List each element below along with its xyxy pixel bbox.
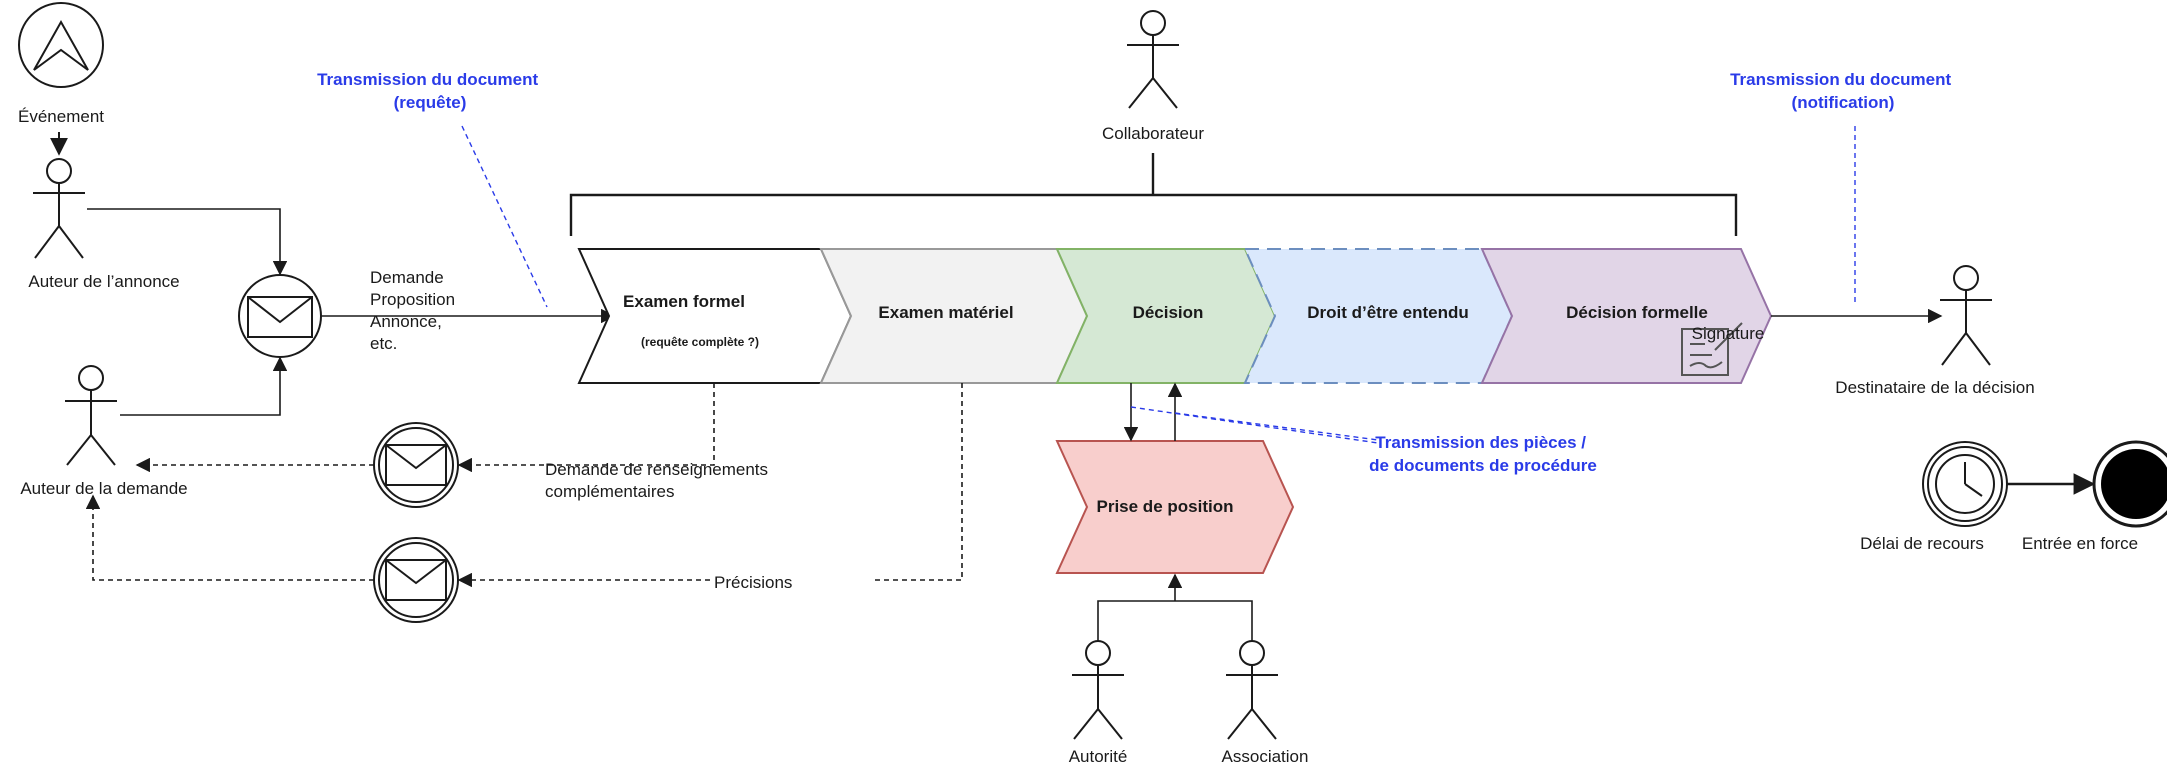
timer-event: Délai de recours	[1860, 441, 2008, 553]
annotation-transmission-pieces: Transmission des pièces / de documents d…	[1369, 433, 1597, 475]
incoming-line: Proposition	[370, 290, 455, 309]
actor-author-announcement: Auteur de l’annonce	[28, 158, 180, 291]
actor-label: Destinataire de la décision	[1835, 378, 2034, 397]
info-request-flow	[457, 383, 715, 473]
stage-label: Examen formel	[623, 292, 745, 311]
chevron-up-icon	[33, 19, 89, 71]
envelope-icon	[385, 559, 447, 601]
envelope-icon	[385, 444, 447, 486]
clarifications-label: Précisions	[714, 573, 792, 592]
event-label: Événement	[18, 107, 104, 126]
stage-droit-entendu: Droit d’être entendu	[1243, 248, 1514, 384]
stage-decision: Décision	[1055, 248, 1277, 384]
person-icon	[65, 365, 117, 466]
timer-label: Délai de recours	[1860, 534, 1984, 553]
stage-label: Examen matériel	[878, 303, 1013, 322]
incoming-line: Demande	[370, 268, 444, 287]
envelope-icon	[247, 296, 313, 338]
actor-author-request: Auteur de la demande	[20, 365, 188, 498]
actor-collaborator: Collaborateur	[1102, 10, 1204, 143]
end-label: Entrée en force	[2022, 534, 2138, 553]
message-info-request	[373, 422, 459, 508]
actor-authority: Autorité	[1069, 640, 1128, 766]
signature-label: Signature	[1692, 324, 1765, 343]
stage-label: Décision formelle	[1566, 303, 1708, 322]
stage-label: Droit d’être entendu	[1307, 303, 1469, 322]
author-announcement-to-message	[87, 208, 288, 276]
info-request-label: Demande de renseignements complémentaire…	[545, 460, 773, 501]
stakeholders-to-position-arrow	[1097, 575, 1253, 672]
annotation-connector	[1174, 412, 1379, 441]
author-request-to-message	[120, 356, 288, 416]
stage-examen-formel: Examen formel (requête complète ?)	[577, 248, 853, 384]
person-icon	[1940, 265, 1992, 366]
stage-decision-formelle: Décision formelle Signature	[1480, 248, 1773, 384]
position-statement: Prise de position	[1055, 440, 1295, 574]
position-label: Prise de position	[1097, 497, 1234, 516]
person-icon	[1072, 640, 1124, 740]
stage-sublabel: (requête complète ?)	[641, 335, 759, 349]
incoming-line: Annonce,	[370, 312, 442, 331]
stage-examen-materiel: Examen matériel	[819, 248, 1089, 384]
signature-icon	[1681, 322, 1743, 376]
message-clarifications	[373, 537, 459, 623]
annotation-connector	[1130, 406, 1379, 444]
start-event: Événement	[18, 2, 104, 126]
stage-bracket	[569, 153, 1738, 236]
actor-recipient: Destinataire de la décision	[1835, 265, 2035, 397]
actor-label: Auteur de la demande	[20, 479, 187, 498]
end-event: Entrée en force	[2022, 440, 2167, 553]
annotation-connector	[461, 125, 548, 308]
person-icon	[33, 158, 85, 259]
stage-label: Décision	[1133, 303, 1204, 322]
annotation-transmission-request: Transmission du document (requête)	[317, 70, 543, 112]
actor-label: Autorité	[1069, 747, 1128, 766]
clarifications-to-author	[85, 494, 374, 581]
person-icon	[1127, 10, 1179, 109]
clarifications-flow	[875, 383, 963, 581]
actor-label: Association	[1222, 747, 1309, 766]
person-icon	[1226, 640, 1278, 740]
message-start-event	[238, 274, 322, 358]
actor-label: Auteur de l’annonce	[28, 272, 179, 291]
annotation-transmission-notification: Transmission du document (notification)	[1730, 70, 1956, 112]
incoming-documents: Demande Proposition Annonce, etc.	[370, 268, 460, 353]
actor-label: Collaborateur	[1102, 124, 1204, 143]
incoming-line: etc.	[370, 334, 397, 353]
actor-association: Association	[1222, 640, 1309, 766]
clock-icon	[1935, 454, 1995, 514]
